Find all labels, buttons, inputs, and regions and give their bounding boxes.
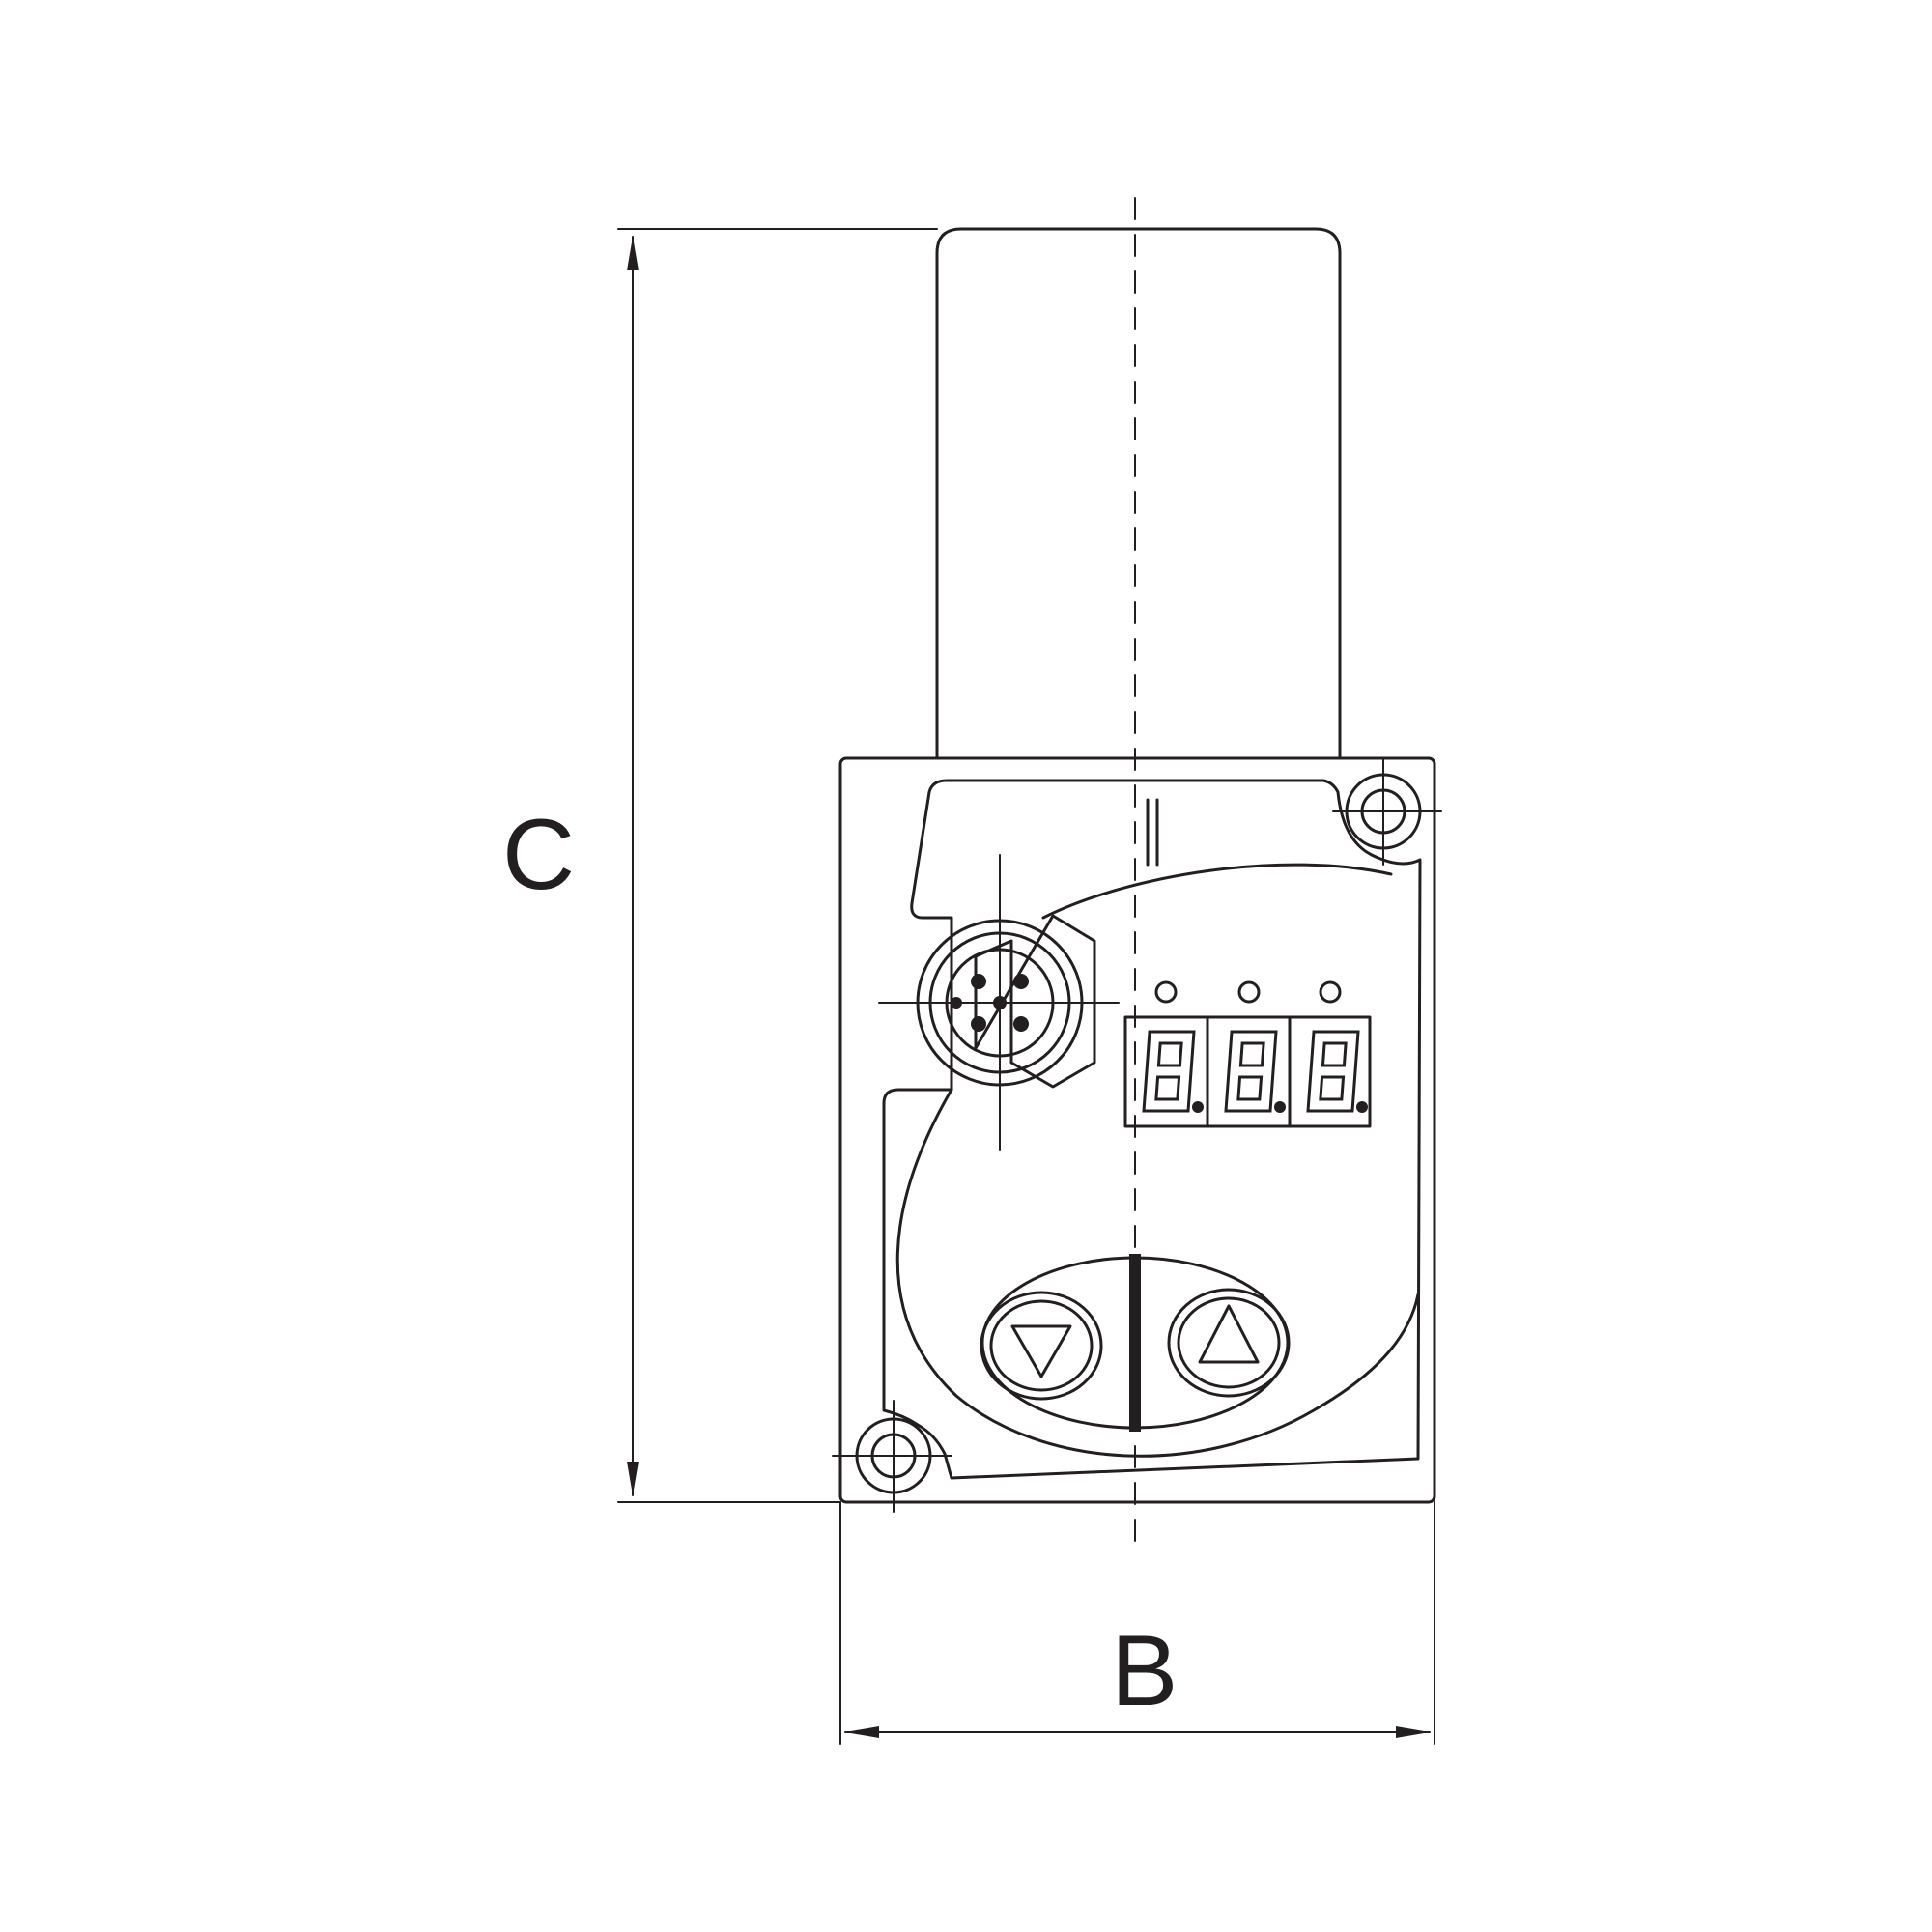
connector-pin-2 [1013,974,1029,989]
connector-pin-4 [1013,1016,1029,1032]
display-digit-3 [1306,1030,1368,1113]
panel-arc [895,863,1420,1458]
up-button[interactable] [1167,1288,1291,1398]
mounting-hole-top-right [1332,757,1442,866]
led-indicator-1 [1154,980,1178,1004]
connector-pin-1 [971,974,986,989]
connector-pin-5 [993,996,1007,1009]
sensor-tube [935,227,1342,760]
dimension-b-label: B [1111,1615,1178,1727]
mounting-hole-bottom-left [832,1400,952,1513]
m12-connector-icon [878,854,1120,1151]
dimension-c-label: C [502,799,575,911]
led-indicators [1154,980,1342,1004]
button-pad [980,1254,1290,1432]
down-button[interactable] [980,1291,1103,1401]
triangle-up-icon [1198,1304,1260,1364]
display-digit-2 [1224,1030,1286,1113]
display-digits [1142,1030,1368,1113]
front-panel [882,779,1422,1480]
triangle-down-icon [1010,1324,1072,1378]
display-digit-1 [1142,1030,1204,1113]
housing-body [838,756,1436,1504]
seven-segment-display [1123,1015,1372,1128]
dimension-b: B [839,1501,1435,1745]
led-indicator-3 [1319,980,1342,1004]
decimal-point [1274,1101,1286,1113]
dimension-c: C [502,228,938,1503]
decimal-point [1192,1101,1204,1113]
decimal-point [1356,1101,1368,1113]
led-indicator-2 [1237,980,1261,1004]
connector-pin-3 [971,1016,986,1032]
connector-key [951,997,962,1009]
